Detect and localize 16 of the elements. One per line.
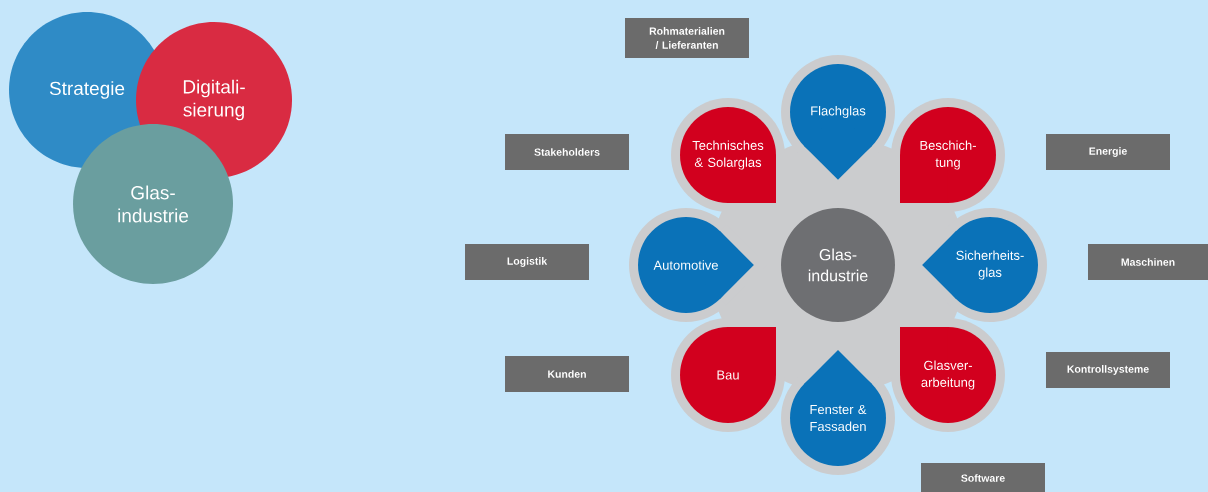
label-box: Kunden	[505, 356, 629, 392]
label-box: Energie	[1046, 134, 1170, 170]
teardrop: Sicherheits- glas	[922, 217, 1038, 313]
label-box: Software	[921, 463, 1045, 492]
teardrop: Glasver- arbeitung	[900, 327, 996, 423]
label-box: Stakeholders	[505, 134, 629, 170]
label-box: Logistik	[465, 244, 589, 280]
label-box: Rohmaterialien / Lieferanten	[625, 18, 749, 58]
teardrop: Fenster & Fassaden	[790, 350, 886, 466]
label-box: Maschinen	[1088, 244, 1208, 280]
teardrop: Technisches & Solarglas	[680, 107, 776, 203]
teardrop: Automotive	[638, 217, 754, 313]
label-box: Kontrollsysteme	[1046, 352, 1170, 388]
teardrop: Beschich- tung	[900, 107, 996, 203]
teardrop: Flachglas	[790, 64, 886, 180]
teardrop: Bau	[680, 327, 776, 423]
